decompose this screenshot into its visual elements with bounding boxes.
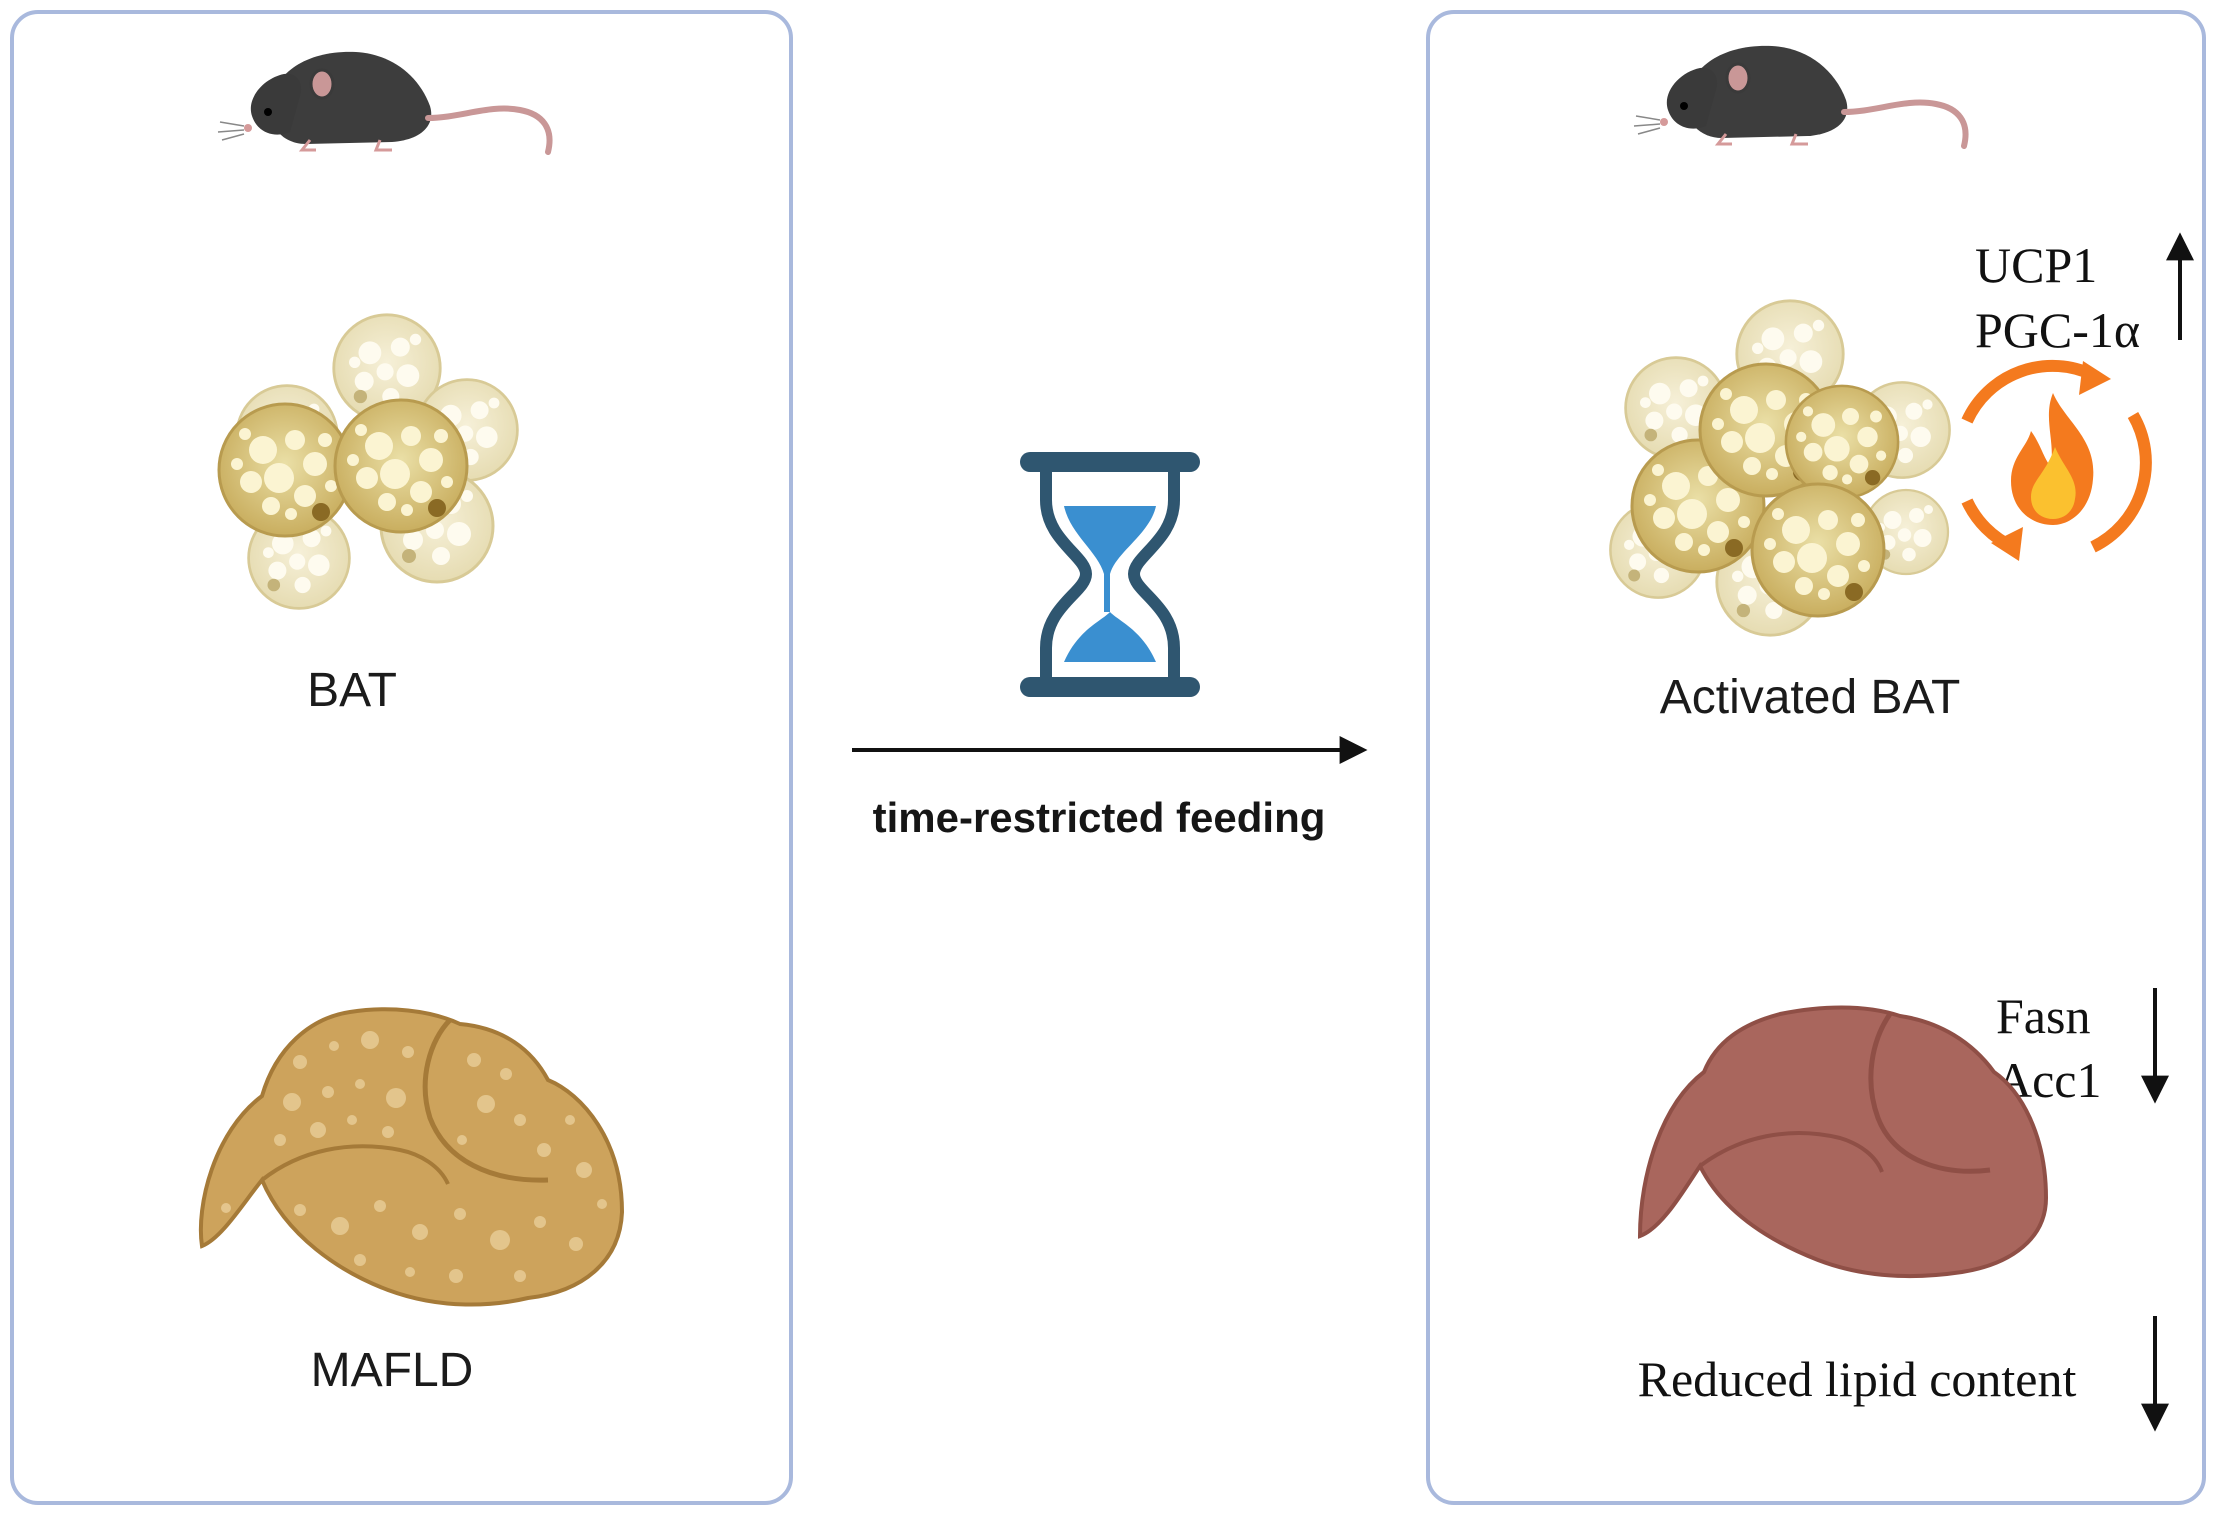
- right-panel-frame: [1426, 10, 2206, 1505]
- process-label: time-restricted feeding: [873, 794, 1326, 841]
- right-panel: Activated BAT UCP1 PGC-1α Fasn Acc1 Redu…: [1426, 10, 2206, 1505]
- outcome-label: Reduced lipid content: [1638, 1351, 2077, 1407]
- marker-ucp1: UCP1: [1975, 237, 2097, 293]
- left-panel: BAT MAFLD: [10, 10, 793, 1505]
- hourglass-icon: [1020, 452, 1200, 697]
- flame-cycle-icon: [1961, 359, 2152, 561]
- bat-label: BAT: [307, 664, 397, 717]
- mafld-liver-icon: [198, 1007, 625, 1307]
- activated-bat-label: Activated BAT: [1660, 671, 1961, 724]
- marker-pgc1a: PGC-1α: [1975, 302, 2140, 358]
- middle-process: time-restricted feeding: [852, 452, 1368, 841]
- marker-fasn: Fasn: [1996, 988, 2090, 1044]
- healthy-liver-icon: [1637, 1005, 2049, 1279]
- mafld-label: MAFLD: [311, 1344, 474, 1397]
